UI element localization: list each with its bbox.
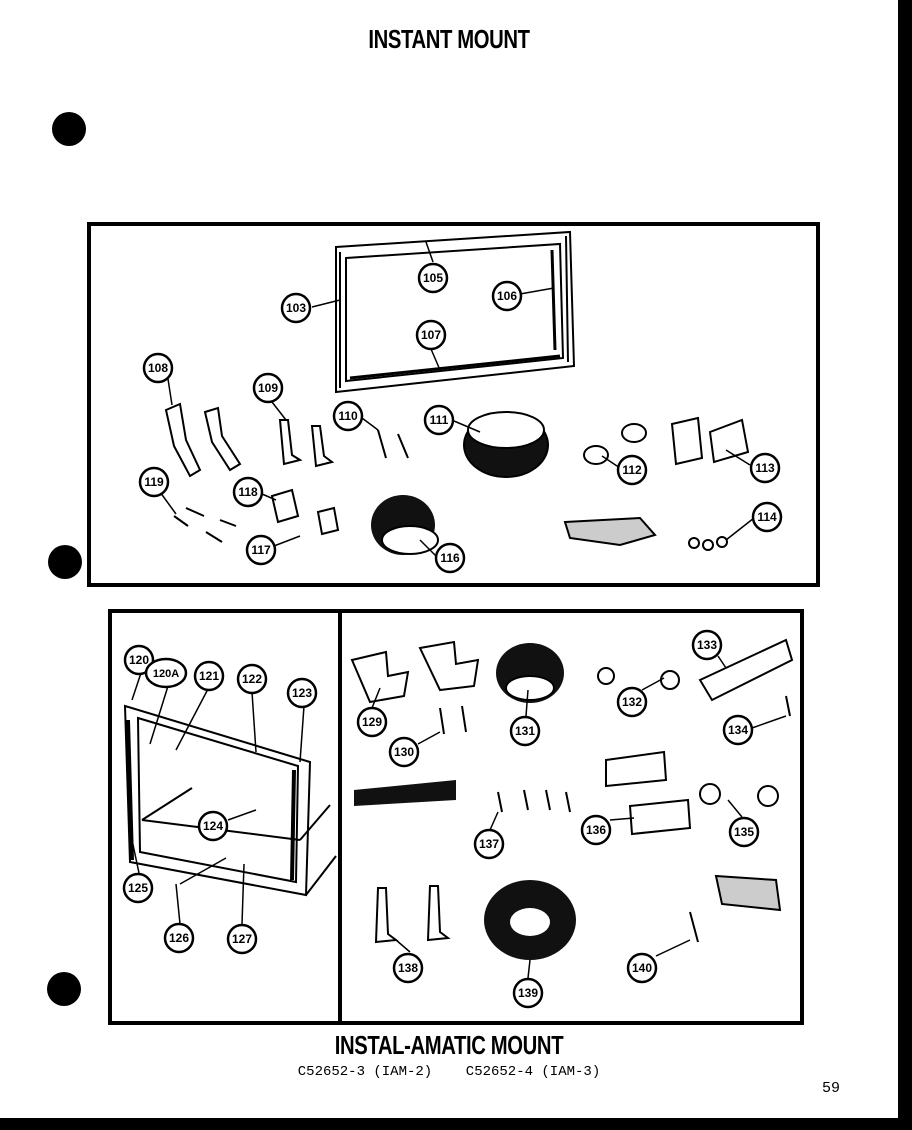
- callout-label-110: 110: [338, 409, 358, 423]
- parts-page: INSTANT MOUNT: [0, 0, 898, 1118]
- callout-label-108: 108: [148, 361, 168, 375]
- window-frame-drawing: [123, 704, 337, 897]
- callout-circle: [122, 872, 154, 904]
- model-codes: C52652-3 (IAM-2) C52652-4 (IAM-3): [297, 1064, 601, 1080]
- hardware-drawing: [374, 667, 791, 944]
- callout-circle: [491, 280, 523, 312]
- callout-label-130: 130: [394, 745, 414, 759]
- screw-drawing: [278, 419, 409, 468]
- leader-lines: [131, 241, 787, 979]
- callout-label-121: 121: [199, 669, 219, 683]
- callout-label-118: 118: [238, 485, 258, 499]
- callout-circle: [580, 814, 612, 846]
- callout-label-138: 138: [398, 961, 418, 975]
- frame-assembly-drawing: [335, 230, 576, 394]
- callout-circle: [144, 657, 188, 689]
- callout-circle: [226, 923, 258, 955]
- callout-circle: [138, 466, 170, 498]
- callout-circle: [286, 677, 318, 709]
- strip-drawing: [354, 780, 782, 912]
- callout-circle: [749, 452, 781, 484]
- page-title: INSTANT MOUNT: [368, 24, 530, 54]
- callout-circle: [356, 706, 388, 738]
- callout-circle: [123, 644, 155, 676]
- callout-circle: [415, 319, 447, 351]
- callout-label-105: 105: [423, 271, 443, 285]
- callout-label-123: 123: [292, 686, 312, 700]
- callout-circle: [236, 663, 268, 695]
- callout-label-131: 131: [515, 724, 535, 738]
- binder-hole: [48, 545, 82, 579]
- callout-label-103: 103: [286, 301, 306, 315]
- callout-circle: [280, 292, 312, 324]
- callout-circle: [193, 660, 225, 692]
- section-title: INSTAL-AMATIC MOUNT: [334, 1030, 564, 1060]
- callout-label-134: 134: [728, 723, 748, 737]
- callout-label-117: 117: [251, 543, 271, 557]
- instant-mount-panel: [87, 222, 820, 587]
- foam-roll-drawing: [371, 411, 549, 555]
- callout-circle: [616, 454, 648, 486]
- callout-circle: [332, 400, 364, 432]
- callout-label-116: 116: [440, 551, 460, 565]
- callout-label-135: 135: [734, 825, 754, 839]
- bracket-set-drawing: [350, 638, 794, 836]
- callout-circle: [691, 629, 723, 661]
- callout-circle: [388, 736, 420, 768]
- callout-label-120a: 120A: [153, 668, 179, 680]
- callout-circle: [616, 686, 648, 718]
- page-number: 59: [822, 1080, 841, 1097]
- instal-amatic-panel: [108, 609, 804, 1025]
- callout-circle: [163, 922, 195, 954]
- callout-label-129: 129: [362, 715, 382, 729]
- callout-label-114: 114: [757, 510, 777, 524]
- callout-label-119: 119: [144, 475, 164, 489]
- callout-label-109: 109: [258, 381, 278, 395]
- callout-label-132: 132: [622, 695, 642, 709]
- callout-circle: [142, 352, 174, 384]
- callout-labels: 103 105 106 107 108 109 110 111 112 113 114 116 117 1…: [122, 262, 783, 1009]
- binder-hole: [52, 112, 86, 146]
- callout-circle: [197, 810, 229, 842]
- callout-label-106: 106: [497, 289, 517, 303]
- callout-label-127: 127: [232, 932, 252, 946]
- callout-label-112: 112: [622, 463, 642, 477]
- callout-label-137: 137: [479, 837, 499, 851]
- callout-circle: [392, 952, 424, 984]
- callout-circle: [751, 501, 783, 533]
- callout-label-125: 125: [128, 881, 148, 895]
- callout-label-139: 139: [518, 986, 538, 1000]
- callout-circle: [722, 714, 754, 746]
- binder-hole: [47, 972, 81, 1006]
- callout-label-113: 113: [755, 461, 775, 475]
- callout-label-122: 122: [242, 672, 262, 686]
- exploded-parts-diagram: 103 105 106 107 108 109 110 111 112 113 114 116 117 1…: [87, 222, 820, 1025]
- callout-label-111: 111: [430, 413, 449, 427]
- callout-circle: [423, 404, 455, 436]
- callout-circle: [252, 372, 284, 404]
- callout-circle: [434, 542, 466, 574]
- callout-label-107: 107: [421, 328, 441, 342]
- callout-circle: [417, 262, 449, 294]
- callout-circle: [512, 977, 544, 1009]
- callout-label-133: 133: [697, 638, 717, 652]
- callout-circle: [626, 952, 658, 984]
- callout-circle: [509, 715, 541, 747]
- gasket-roll-drawing: [484, 643, 576, 960]
- callout-label-126: 126: [169, 931, 189, 945]
- knob-drawing: [583, 423, 647, 465]
- callout-circle: [232, 476, 264, 508]
- callout-circle: [473, 828, 505, 860]
- callout-label-124: 124: [203, 819, 223, 833]
- small-parts-drawing: [173, 488, 728, 551]
- callout-label-140: 140: [632, 961, 652, 975]
- callout-circle: [728, 816, 760, 848]
- bracket-pair-drawing: [164, 402, 242, 478]
- callout-label-136: 136: [586, 823, 606, 837]
- clip-pair-drawing: [670, 416, 750, 466]
- callout-circle: [245, 534, 277, 566]
- callout-label-120: 120: [129, 653, 149, 667]
